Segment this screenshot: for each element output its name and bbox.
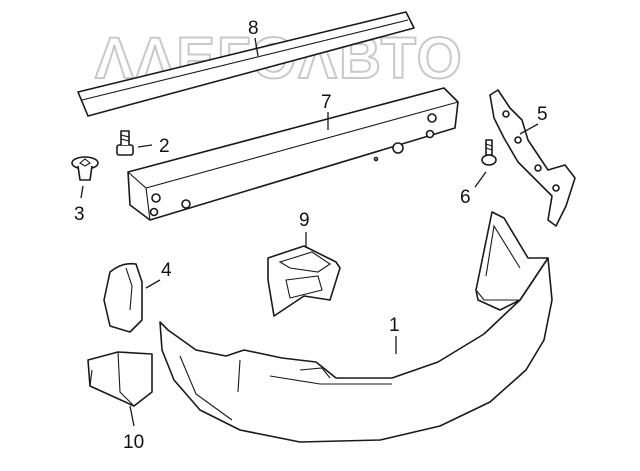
callout-1: 1: [389, 315, 400, 336]
leader-2: [137, 144, 153, 148]
callout-10: 10: [123, 432, 144, 453]
leader-3: [80, 185, 84, 199]
part-1-bumper-cover: [159, 211, 553, 443]
part-9-center-bracket: [267, 245, 341, 317]
callout-3: 3: [74, 204, 85, 225]
leader-4: [145, 279, 161, 289]
part-5-side-bracket: [489, 89, 576, 227]
callout-2: 2: [159, 136, 170, 157]
leader-10: [129, 405, 135, 427]
part-6-screw: [481, 139, 497, 166]
part-3-push-clip: [71, 156, 99, 181]
callout-8: 8: [248, 18, 259, 39]
part-4-left-bracket: [103, 262, 143, 333]
callout-9: 9: [299, 210, 310, 231]
part-8-reinforcement-strip: [77, 11, 415, 117]
leader-6: [474, 171, 487, 188]
leader-5: [519, 123, 539, 135]
callout-4: 4: [161, 260, 172, 281]
leader-lines: [80, 37, 539, 427]
part-7-impact-beam: [127, 87, 459, 221]
callout-7: 7: [321, 92, 332, 113]
callout-6: 6: [460, 187, 471, 208]
callout-5: 5: [537, 104, 548, 125]
part-10-lower-bracket: [87, 351, 153, 407]
leader-8: [254, 37, 259, 57]
part-2-bolt: [116, 130, 134, 156]
